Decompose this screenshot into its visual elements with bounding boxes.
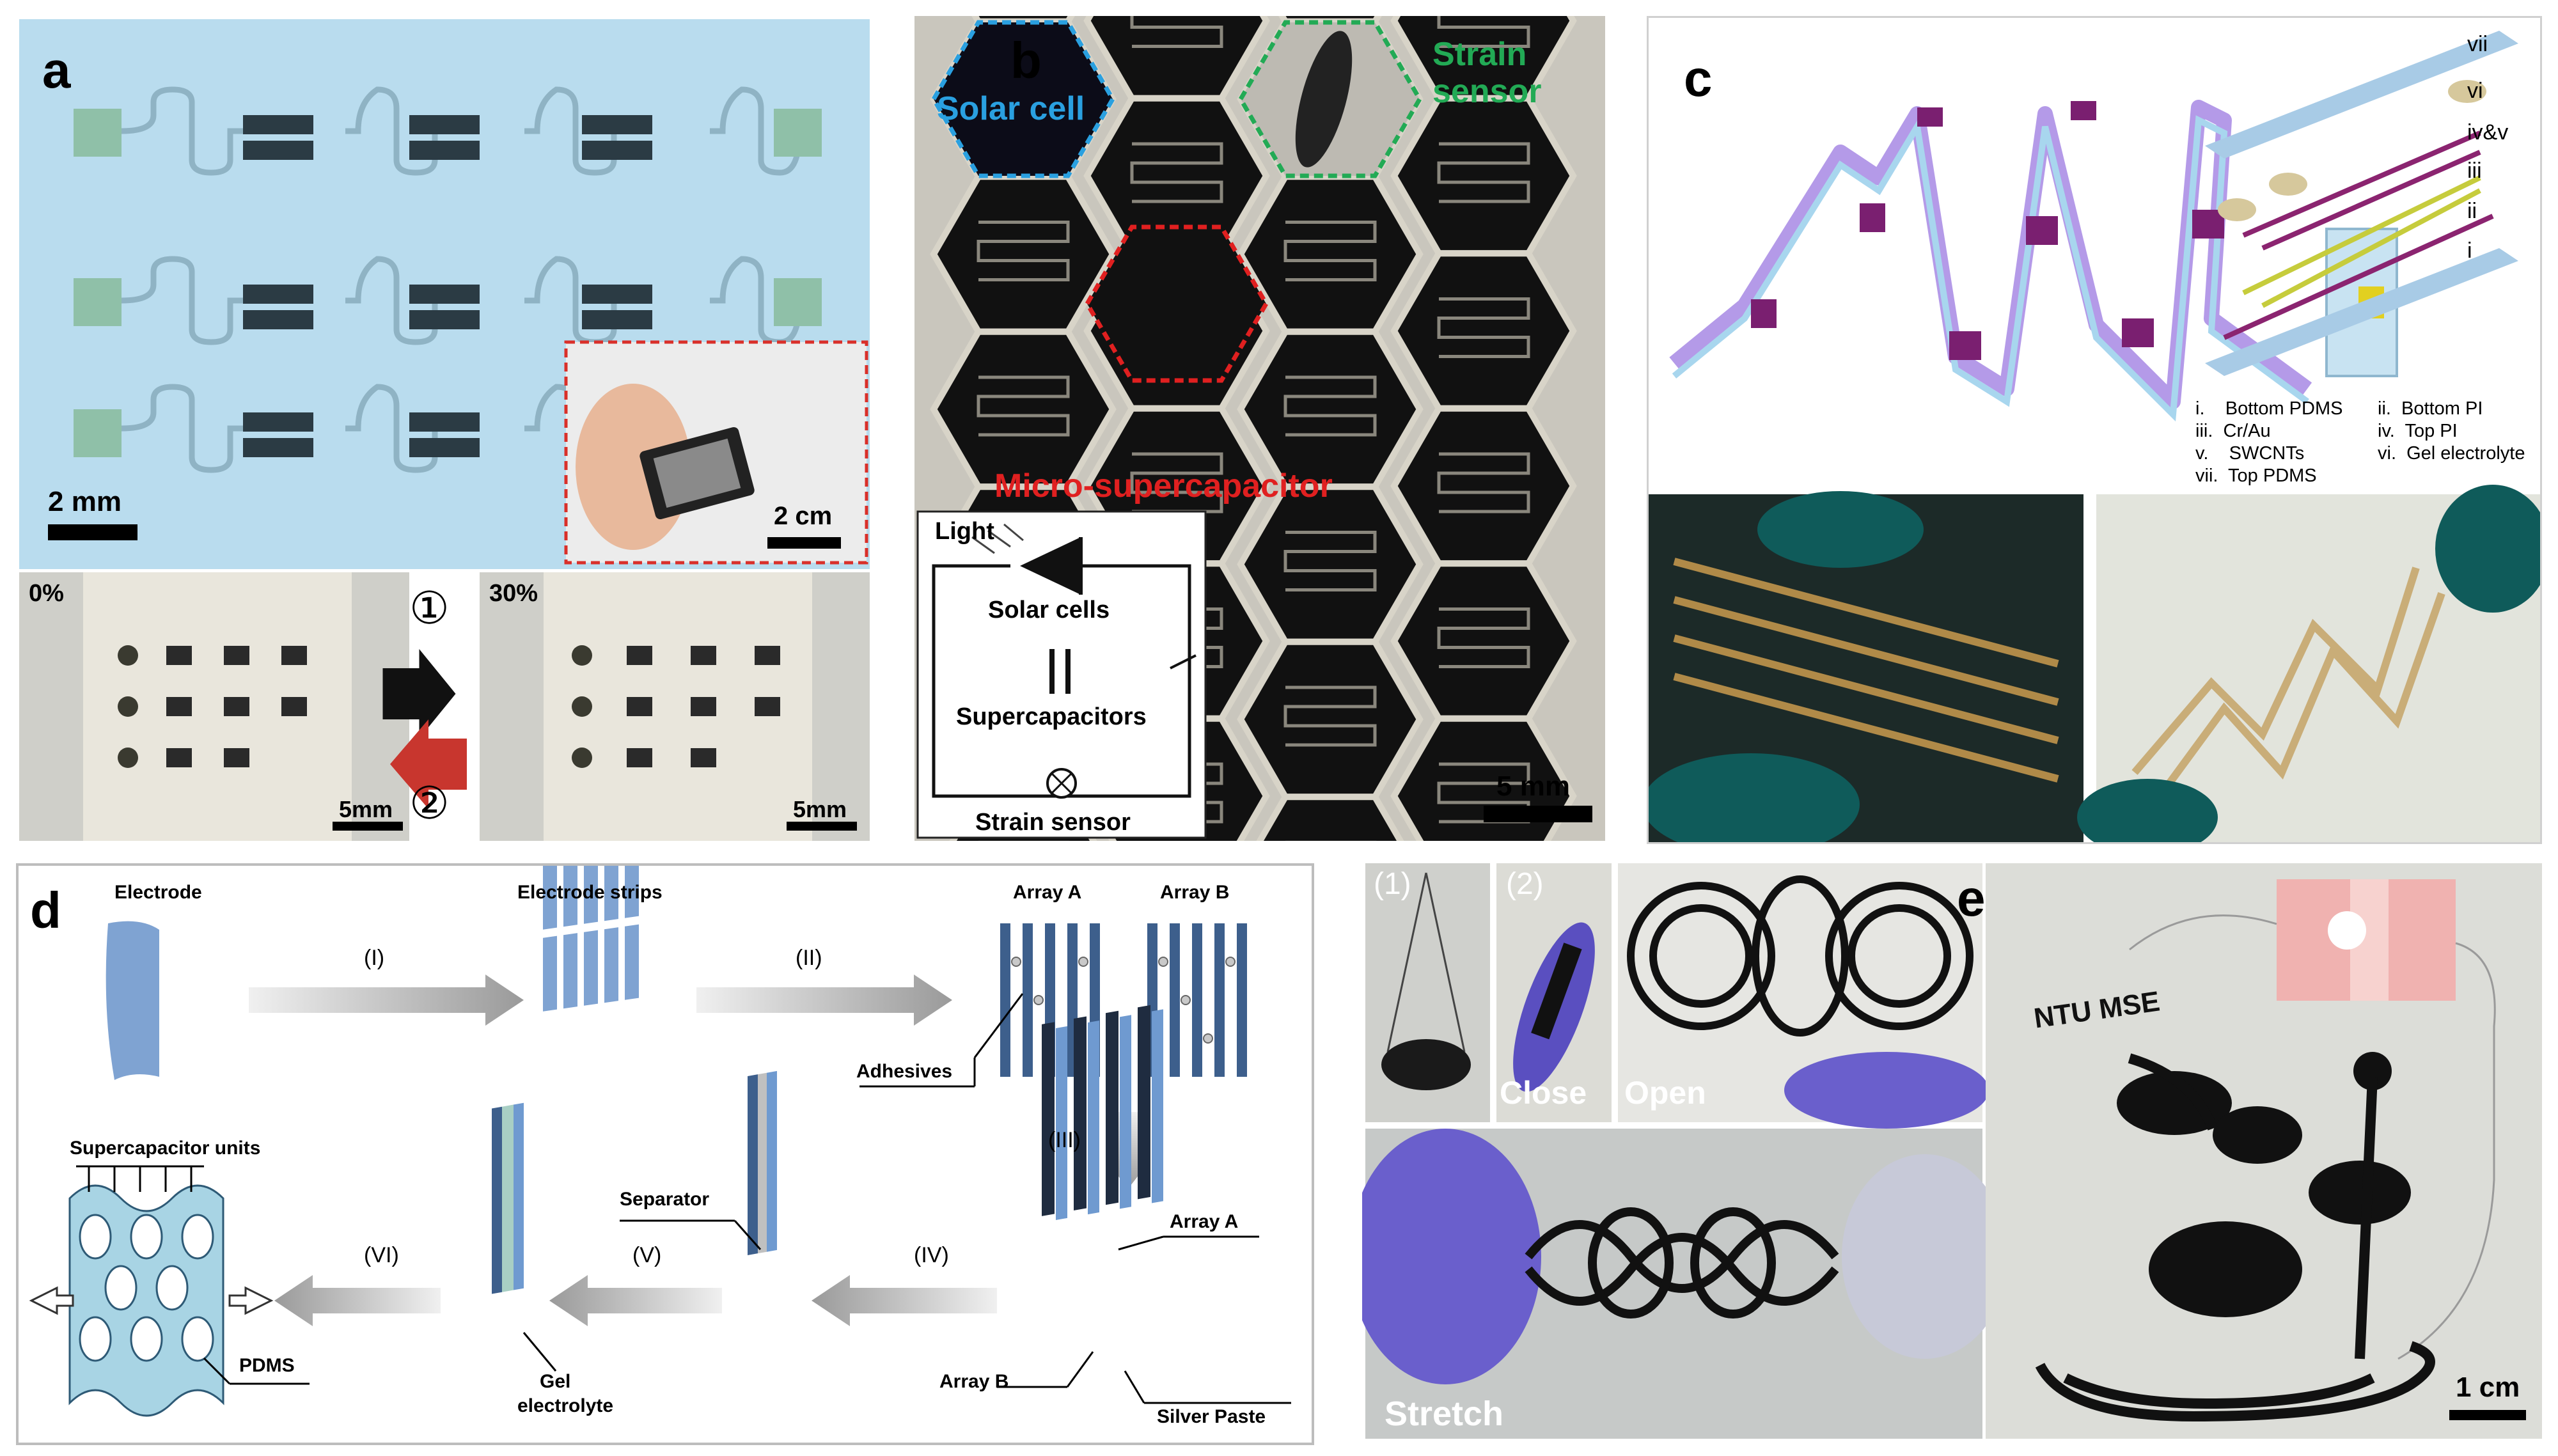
panel-b-label: b — [1010, 32, 1042, 89]
serpentine-electrode — [1130, 452, 1223, 513]
panel-c-layer-ii: ii — [2467, 199, 2477, 223]
panel-e-open: Open — [1624, 1075, 1706, 1111]
panel-a-step1: ① — [409, 583, 450, 633]
panel-d-step-4: (IV) — [914, 1243, 949, 1267]
panel-d-array-a2: Array A — [1170, 1211, 1239, 1232]
panel-c-layer-iii: iii — [2467, 159, 2482, 183]
panel-a-step2: ② — [409, 778, 450, 828]
panel-d-gel-line2: electrolyte — [517, 1395, 614, 1416]
panel-c: c vii vi iv&v iii ii i i. Bottom PDMS ii… — [1647, 16, 2542, 844]
panel-b: b Solar cell Strain sensor Micro-superca… — [914, 16, 1605, 841]
serpentine-electrode — [1283, 685, 1377, 747]
panel-b-strain-sensor-line2: sensor — [1432, 73, 1542, 110]
panel-a-strain-photos: 0% 30% ① ② 5mm 5mm — [19, 572, 870, 841]
panel-d-step-5: (V) — [632, 1243, 662, 1267]
panel-c-legend-7: vii. Top PDMS — [2195, 466, 2317, 486]
panel-c-serpentine-device-schematic — [1649, 18, 2540, 842]
panel-a-scale-bar — [48, 524, 137, 540]
circuit-solar-cells-label: Solar cells — [988, 597, 1110, 623]
panel-d: d Electrode Electrode strips Array A Arr… — [16, 863, 1314, 1445]
panel-c-label: c — [1684, 50, 1713, 107]
panel-e-sub1: (1) — [1374, 867, 1411, 901]
circuit-strain-sensor-label: Strain sensor — [975, 809, 1131, 836]
panel-d-step-3: (III) — [1048, 1128, 1081, 1152]
panel-d-step-2: (II) — [796, 946, 822, 970]
panel-d-electrode: Electrode — [114, 882, 202, 903]
panel-d-array-a: Array A — [1013, 882, 1082, 903]
panel-e-stretch: Stretch — [1385, 1395, 1504, 1433]
serpentine-electrode — [1130, 16, 1223, 49]
panel-b-scale-text: 5 mm — [1496, 771, 1570, 802]
panel-d-array-b2: Array B — [939, 1371, 1009, 1392]
panel-a-strain-left: 0% — [29, 580, 64, 607]
serpentine-electrode — [977, 220, 1070, 281]
serpentine-electrode — [1437, 452, 1530, 513]
panel-e-kirigami-photos — [1362, 863, 2542, 1439]
panel-d-pdms: PDMS — [239, 1355, 295, 1376]
panel-d-adhesives: Adhesives — [856, 1061, 953, 1082]
panel-d-electrode-strips: Electrode strips — [517, 882, 663, 903]
panel-a-stretching-photos — [19, 572, 870, 841]
panel-e-scale-text: 1 cm — [2456, 1372, 2520, 1403]
panel-d-step-6: (VI) — [364, 1243, 399, 1267]
panel-d-silver-paste: Silver Paste — [1157, 1406, 1266, 1427]
serpentine-electrode — [1437, 142, 1530, 203]
panel-b-micro-supercapacitor: Micro-supercapacitor — [994, 467, 1333, 505]
panel-a: a 2 mm 2 cm — [19, 19, 870, 569]
panel-d-step-1: (I) — [364, 946, 385, 970]
panel-d-array-b: Array B — [1160, 882, 1230, 903]
panel-c-legend-5: v. SWCNTs — [2195, 443, 2305, 464]
panel-a-scale-right: 5mm — [793, 796, 847, 822]
panel-c-layer-iv-v: iv&v — [2467, 120, 2509, 145]
panel-c-legend-4: iv. Top PI — [2378, 421, 2458, 441]
panel-d-supercapacitor-units: Supercapacitor units — [70, 1138, 261, 1159]
panel-d-separator: Separator — [620, 1189, 710, 1210]
serpentine-electrode — [1437, 297, 1530, 358]
panel-c-legend-3: iii. Cr/Au — [2195, 421, 2271, 441]
panel-a-label: a — [42, 42, 71, 98]
panel-c-layer-vii: vii — [2467, 32, 2488, 56]
panel-d-gel-line1: Gel — [540, 1371, 571, 1392]
panel-b-solar-cell: Solar cell — [937, 90, 1085, 127]
serpentine-electrode — [1283, 375, 1377, 437]
panel-c-layer-i: i — [2467, 239, 2472, 263]
panel-a-micro-supercapacitor-array-photo — [19, 19, 870, 569]
panel-d-label: d — [30, 882, 61, 939]
panel-b-strain-sensor-line1: Strain — [1432, 36, 1527, 73]
serpentine-electrode — [1283, 530, 1377, 591]
panel-c-legend-6: vi. Gel electrolyte — [2378, 443, 2525, 464]
panel-a-strain-right: 30% — [489, 580, 538, 607]
serpentine-electrode — [1283, 220, 1377, 281]
circuit-supercapacitors-label: Supercapacitors — [956, 703, 1147, 730]
panel-c-legend-2: ii. Bottom PI — [2378, 398, 2483, 419]
panel-e-close: Close — [1500, 1075, 1587, 1111]
serpentine-electrode — [977, 375, 1070, 437]
serpentine-electrode — [1130, 142, 1223, 203]
panel-d-fabrication-flow-schematic — [29, 866, 1291, 1417]
panel-c-layer-vi: vi — [2467, 79, 2483, 103]
panel-a-inset-scale-text: 2 cm — [774, 502, 833, 530]
panel-e-sub2: (2) — [1506, 867, 1544, 901]
serpentine-electrode — [1437, 607, 1530, 668]
panel-a-scale-left: 5mm — [339, 796, 393, 822]
panel-c-legend-1: i. Bottom PDMS — [2195, 398, 2343, 419]
circuit-light-label: Light — [935, 518, 994, 545]
serpentine-electrode — [1437, 16, 1530, 49]
panel-e-label: e — [1957, 870, 1986, 927]
panel-e: (1) (2) Close Open Stretch e NTU MSE 1 c… — [1362, 860, 2545, 1442]
panel-a-scale-text: 2 mm — [48, 486, 122, 517]
panel-b-honeycomb-device-photo — [914, 16, 1605, 841]
honeycomb-cell — [1256, 794, 1404, 841]
